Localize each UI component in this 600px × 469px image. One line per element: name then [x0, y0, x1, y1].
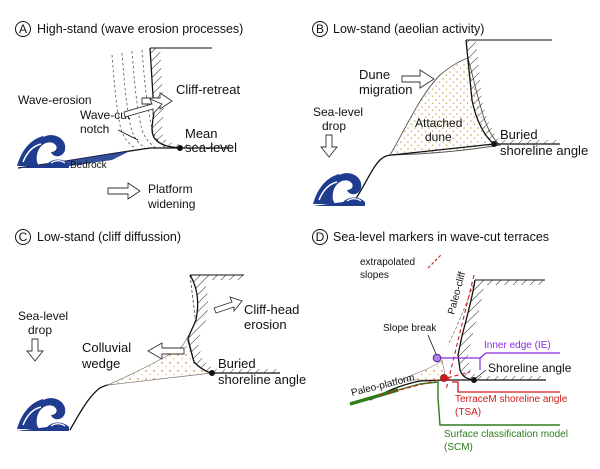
panel-a-mean-label: Mean: [185, 126, 218, 141]
panel-d-slope-break-point: [432, 353, 442, 363]
panel-a-platform-label-1: Platform: [148, 182, 193, 196]
panel-b-sea-drop-arrow: [320, 134, 338, 158]
panel-a-sea-level-label: sea-level: [185, 140, 237, 155]
panel-a-mean-sea-level-point: [177, 145, 183, 151]
panel-c-sea-drop-arrow: [26, 338, 44, 362]
panel-b-attached-label-1: Attached: [415, 116, 462, 130]
panel-d-letter: D: [316, 230, 325, 244]
panel-c-title: Low-stand (cliff diffussion): [37, 230, 181, 244]
panel-a-wave-erosion-label: Wave-erosion: [18, 93, 92, 107]
panel-d-tsa-label-2: (TSA): [455, 407, 481, 418]
panel-b-letter: B: [316, 22, 324, 36]
panel-d-extrap-label-2: slopes: [360, 270, 389, 281]
panel-b-buried-shoreline-point: [491, 141, 497, 147]
panel-d-slope-break-label: Slope break: [383, 323, 437, 334]
panel-a: A High-stand (wave erosion processes) Wa…: [15, 21, 243, 211]
panel-c-wave-icon: [16, 396, 70, 432]
panel-a-wave-cut-label-2: notch: [80, 122, 109, 136]
panel-c-buried-label-1: Buried: [218, 356, 256, 371]
panel-b-sea-drop-label-2: drop: [322, 119, 346, 133]
panel-c-colluvial-label-2: wedge: [81, 356, 120, 371]
panel-d-shoreline-leader: [475, 369, 487, 379]
panel-d-cliff-hatch: [458, 280, 546, 380]
panel-c-head-arrow: [213, 296, 243, 314]
panel-b-dune-label-2: migration: [359, 82, 412, 97]
panel-b-title: Low-stand (aeolian activity): [333, 22, 484, 36]
panel-a-cliff-retreat-arrow: [141, 92, 173, 110]
panel-d-extrap-platform: [379, 371, 471, 396]
panel-a-badge: [15, 21, 31, 37]
panel-d-shoreline-point: [471, 377, 477, 383]
panel-d-paleo-cliff-label: Paleo-cliff: [446, 270, 468, 315]
panel-a-cliff-retreat-label: Cliff-retreat: [176, 82, 240, 97]
panel-c-buried-shoreline-point: [209, 370, 215, 376]
panel-d-inner-edge-label: Inner edge (IE): [484, 340, 551, 351]
panel-a-letter: A: [19, 22, 27, 36]
panel-d-scm-label-2: (SCM): [444, 442, 473, 453]
panel-a-wave-cut-label-1: Wave-cut: [80, 108, 131, 122]
panel-b: B Low-stand (aeolian activity) Dune migr…: [312, 21, 588, 207]
panel-b-buried-label-2: shoreline angle: [500, 143, 588, 158]
panel-a-platform-label-2: widening: [147, 197, 195, 211]
panel-b-dune-arrow: [401, 69, 435, 89]
panel-d-badge: [312, 229, 328, 245]
panel-a-wave-arrow: [123, 98, 163, 118]
panel-d-extrap-legend-line: [427, 253, 443, 269]
panel-c-head-label-1: Cliff-head: [244, 302, 299, 317]
panel-c-sea-drop-label-2: drop: [28, 323, 52, 337]
panel-d-scm-label-1: Surface classification model: [444, 429, 568, 440]
panel-d-dashed-profile: [447, 279, 476, 346]
panel-d-shoreline-angle-label: Shoreline angle: [488, 361, 572, 375]
panel-b-cliff-hatch: [466, 40, 560, 144]
panel-b-buried-label-1: Buried: [500, 127, 538, 142]
panel-b-wave-icon: [312, 171, 366, 207]
panel-a-bedrock-label: Bedrock: [70, 160, 108, 171]
panel-d-slope-break-leader: [427, 334, 437, 355]
panel-a-cliff-hatch: [150, 48, 232, 148]
panel-b-dune-label-1: Dune: [359, 67, 390, 82]
panel-d: D Sea-level markers in wave-cut terraces…: [312, 229, 572, 453]
panel-d-tsa-line: [452, 381, 560, 393]
panel-d-extrap-cliff: [445, 274, 475, 391]
panel-d-title: Sea-level markers in wave-cut terraces: [333, 230, 549, 244]
panel-c-badge: [15, 229, 31, 245]
panel-b-slope: [354, 143, 495, 201]
panel-c: C Low-stand (cliff diffussion) Sea-level…: [15, 229, 306, 432]
panel-c-colluvial-arrow: [147, 342, 185, 360]
panel-a-title: High-stand (wave erosion processes): [37, 22, 243, 36]
panel-a-cliff-retreat-lines: [111, 49, 167, 149]
panel-d-colluvium: [399, 359, 447, 381]
panel-b-attached-label-2: dune: [425, 130, 452, 144]
panel-d-tsa-label-1: TerraceM shoreline angle: [455, 394, 568, 405]
panel-a-platform-arrow: [107, 182, 141, 200]
panel-c-cliff-hatch: [188, 275, 280, 373]
panel-c-letter: C: [19, 230, 28, 244]
panel-a-wave-icon: [16, 133, 70, 169]
panel-d-extrap-label-1: extrapolated: [360, 257, 415, 268]
panel-a-notch-leader: [117, 129, 139, 141]
panel-b-sea-drop-label-1: Sea-level: [313, 105, 363, 119]
panel-c-colluvial-label-1: Colluvial: [82, 340, 131, 355]
panel-c-slope: [69, 384, 109, 431]
panel-c-buried-label-2: shoreline angle: [218, 372, 306, 387]
panel-d-ie-line: [437, 352, 560, 359]
panel-c-head-label-2: erosion: [244, 317, 287, 332]
panel-c-sea-drop-label-1: Sea-level: [18, 309, 68, 323]
panel-b-badge: [312, 21, 328, 37]
panel-c-cliff-dashed: [189, 274, 197, 326]
panel-d-tsa-point: [440, 374, 448, 382]
